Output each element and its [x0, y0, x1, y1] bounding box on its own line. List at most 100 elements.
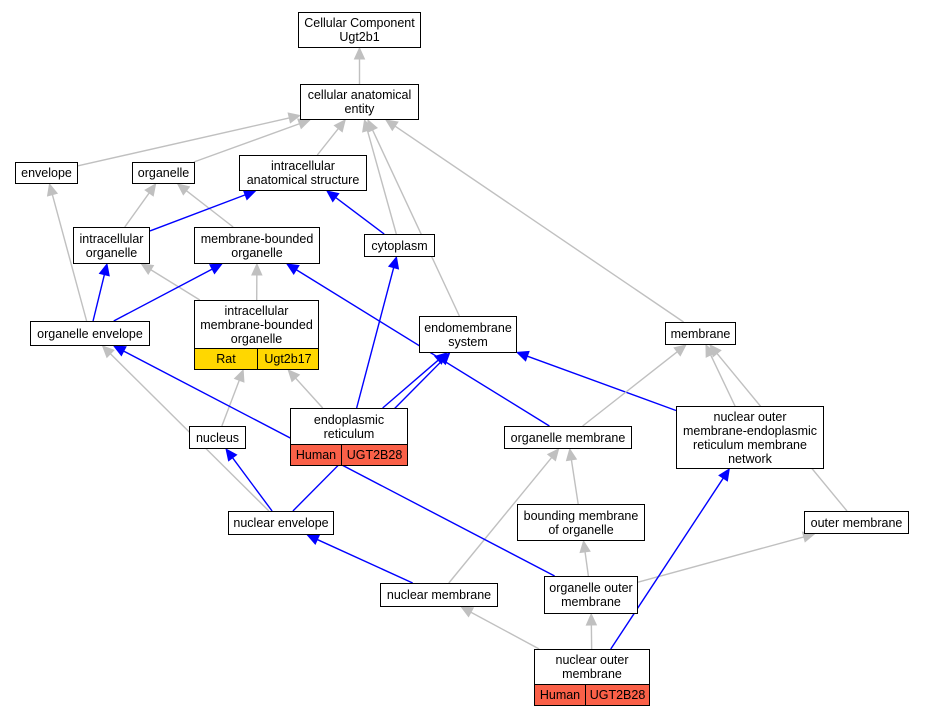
- node-label: nuclear outer membrane: [535, 650, 649, 684]
- edge-arrowhead: [112, 345, 127, 357]
- edge-arrowhead: [325, 190, 340, 203]
- gene-cell: Ugt2b17: [257, 349, 318, 369]
- edge-bmo-to-orgmem: [570, 459, 579, 505]
- edge-nomern-to-membrane: [710, 354, 736, 407]
- edge-nucmem-to-orgmem: [448, 457, 553, 584]
- node-membrane-bounded-organelle[interactable]: membrane-bounded organelle: [194, 227, 320, 264]
- edge-orgenv-to-envelope: [51, 194, 88, 322]
- edge-arrowhead: [251, 262, 263, 276]
- node-label-line: membrane: [562, 667, 622, 681]
- node-label-line: envelope: [21, 166, 72, 180]
- node-label-line: endoplasmic: [313, 412, 385, 427]
- node-organelle[interactable]: organelle: [132, 162, 195, 184]
- edge-er-to-endo: [382, 359, 439, 409]
- edge-arrowhead: [225, 448, 238, 462]
- node-cellular-anatomical-entity[interactable]: cellular anatomical entity: [300, 84, 419, 120]
- node-endoplasmic-reticulum[interactable]: endoplasmic reticulum Human UGT2B28: [290, 408, 408, 466]
- edge-orgenv-to-io: [92, 274, 106, 322]
- edge-arrowhead: [285, 263, 300, 275]
- node-envelope[interactable]: envelope: [15, 162, 78, 184]
- edge-nom-to-nomern: [610, 477, 724, 650]
- edge-arrowhead: [46, 182, 59, 197]
- node-outer-membrane[interactable]: outer membrane: [804, 511, 909, 534]
- gene-cell: UGT2B28: [585, 685, 649, 705]
- node-root[interactable]: Cellular Component Ugt2b1: [298, 12, 421, 48]
- node-organelle-membrane[interactable]: organelle membrane: [504, 426, 632, 449]
- node-label-line: nuclear membrane: [386, 588, 492, 602]
- node-nuclear-outer-membrane[interactable]: nuclear outer membrane Human UGT2B28: [534, 649, 650, 706]
- edge-endo-to-cae: [371, 129, 461, 317]
- edge-arrowhead: [437, 352, 451, 366]
- edge-arrowhead: [297, 118, 311, 130]
- edge-io-to-ias: [149, 194, 246, 232]
- edge-arrowhead: [176, 183, 191, 196]
- node-nucleus[interactable]: nucleus: [189, 426, 246, 449]
- edge-arrowhead: [367, 118, 378, 133]
- node-label-line: of organelle: [548, 522, 614, 537]
- edge-orgenv-to-mbo: [113, 268, 213, 322]
- node-label-line: membrane-bounded: [200, 317, 313, 332]
- node-label-line: reticulum: [323, 426, 375, 441]
- species-cell-rat: Rat: [195, 349, 257, 369]
- node-label-line: organelle outer: [549, 581, 633, 595]
- node-intracellular-membrane-bounded-organelle[interactable]: intracellular membrane-bounded organelle…: [194, 300, 319, 370]
- edge-arrowhead: [673, 344, 687, 357]
- edge-orgmem-to-membrane: [582, 351, 678, 427]
- edge-nucenv-to-nucleus: [232, 457, 273, 512]
- node-label-line: cellular anatomical: [307, 88, 412, 102]
- edge-arrowhead: [387, 255, 400, 270]
- node-label-line: organelle: [137, 166, 190, 180]
- edge-envelope-to-cae: [77, 117, 290, 167]
- node-label-line: membrane-endoplasmic: [682, 423, 818, 438]
- node-organelle-outer-membrane[interactable]: organelle outer membrane: [544, 576, 638, 614]
- node-label-line: membrane-bounded: [200, 231, 314, 246]
- edge-er-to-cytoplasm: [355, 267, 395, 409]
- node-label-line: outer membrane: [810, 515, 903, 530]
- node-nuclear-membrane[interactable]: nuclear membrane: [380, 583, 498, 607]
- edge-arrowhead: [333, 119, 346, 133]
- node-label-line: nuclear outer: [555, 653, 629, 667]
- edge-arrowhead: [242, 189, 257, 201]
- edge-arrowhead: [515, 350, 530, 362]
- edge-arrowhead: [144, 183, 157, 197]
- annotation-row: Human UGT2B28: [291, 444, 407, 465]
- node-label: intracellular membrane-bounded organelle: [195, 301, 318, 348]
- node-bounding-membrane-of-organelle[interactable]: bounding membrane of organelle: [517, 504, 645, 541]
- node-organelle-envelope[interactable]: organelle envelope: [30, 321, 150, 346]
- edge-arrowhead: [98, 262, 110, 277]
- node-label-line: network: [728, 451, 772, 466]
- edge-nucmem-to-nucenv: [317, 538, 413, 584]
- edge-arrowhead: [101, 345, 115, 359]
- node-label-line: nucleus: [195, 430, 240, 445]
- node-endomembrane-system[interactable]: endomembrane system: [419, 316, 517, 353]
- node-label-line: organelle envelope: [37, 326, 143, 341]
- edge-arrowhead: [353, 46, 366, 60]
- node-nuclear-envelope[interactable]: nuclear envelope: [228, 511, 334, 535]
- node-label-line: membrane: [670, 326, 731, 341]
- edge-nomern-to-endo: [527, 355, 677, 412]
- edge-er-to-imbo: [295, 377, 324, 409]
- node-label-line: organelle membrane: [510, 430, 626, 445]
- node-intracellular-anatomical-structure[interactable]: intracellular anatomical structure: [239, 155, 367, 191]
- annotation-row: Human UGT2B28: [535, 684, 649, 705]
- node-label-line: cytoplasm: [371, 238, 428, 253]
- edge-arrowhead: [565, 447, 578, 462]
- node-nuclear-outer-membrane-er-network[interactable]: nuclear outer membrane-endoplasmic retic…: [676, 406, 824, 469]
- edge-cytoplasm-to-cae: [366, 130, 397, 235]
- node-label-line: organelle: [85, 245, 138, 260]
- node-label-line: bounding membrane: [523, 508, 639, 523]
- edge-arrowhead: [287, 112, 302, 124]
- node-cytoplasm[interactable]: cytoplasm: [364, 234, 435, 257]
- node-membrane[interactable]: membrane: [665, 322, 736, 345]
- edge-cytoplasm-to-ias: [335, 197, 385, 235]
- node-label-line: Ugt2b1: [339, 30, 380, 44]
- node-label-line: system: [448, 334, 488, 349]
- edge-arrowhead: [209, 263, 223, 275]
- edge-organelle-to-cae: [193, 123, 300, 163]
- node-label-line: nuclear envelope: [233, 516, 329, 530]
- node-label-line: intracellular: [79, 231, 144, 246]
- node-intracellular-organelle[interactable]: intracellular organelle: [73, 227, 150, 264]
- node-label-line: organelle: [230, 331, 283, 346]
- node-label: endoplasmic reticulum: [291, 409, 407, 444]
- gene-cell: UGT2B28: [341, 445, 407, 465]
